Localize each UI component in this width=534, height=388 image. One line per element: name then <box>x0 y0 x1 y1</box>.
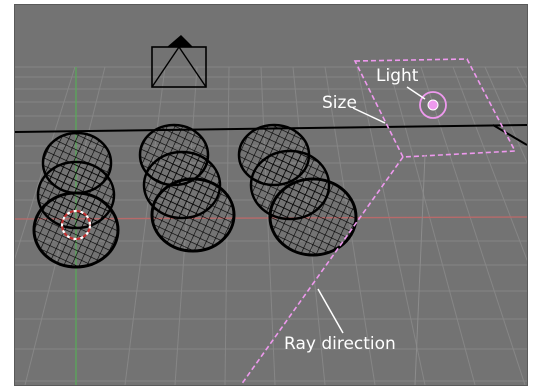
wireframe-sphere-icon[interactable] <box>268 177 358 257</box>
light-label: Light <box>376 66 419 86</box>
ray-direction-line <box>240 156 404 385</box>
scene-canvas[interactable] <box>15 5 527 385</box>
size-label: Size <box>322 93 357 113</box>
light-pointer-line <box>406 86 426 100</box>
sphere-group-middle <box>138 123 236 253</box>
sphere-group-left <box>32 131 120 269</box>
wireframe-sphere-icon[interactable] <box>32 191 120 269</box>
ray-pointer-line <box>317 288 344 334</box>
ray-direction-label: Ray direction <box>284 334 396 354</box>
wireframe-sphere-icon[interactable] <box>150 177 236 253</box>
3d-viewport[interactable]: Light Size Ray direction <box>14 4 528 386</box>
size-pointer-line <box>352 107 386 124</box>
area-light-icon[interactable] <box>240 58 517 385</box>
sphere-group-right <box>237 123 358 257</box>
camera-icon[interactable] <box>151 35 207 88</box>
light-shadow-line <box>414 154 426 385</box>
plane-edge-line <box>492 124 527 146</box>
